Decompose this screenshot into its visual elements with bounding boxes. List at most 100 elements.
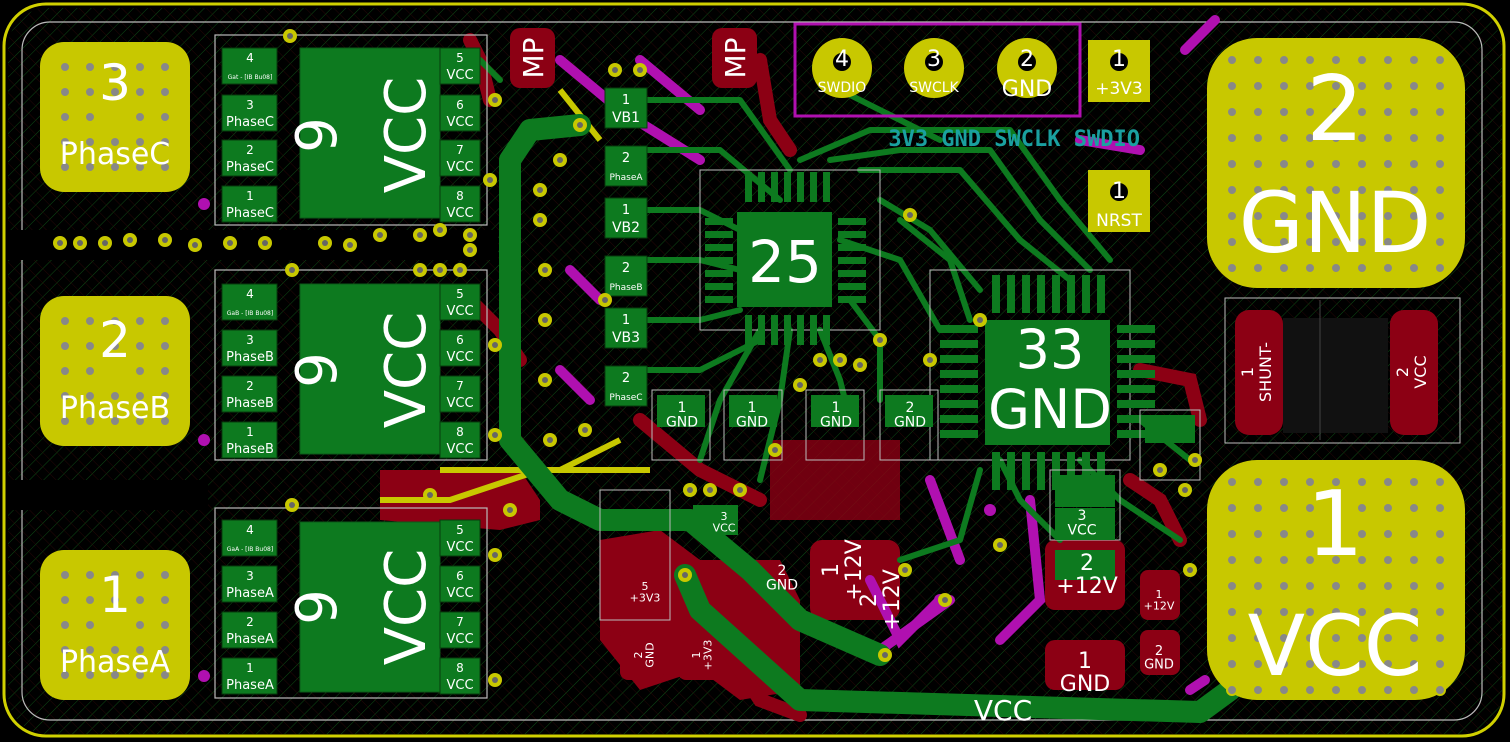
- mosfet-pin-name: VCC: [446, 396, 473, 411]
- mp-label-1: MP: [517, 37, 550, 78]
- mosfet-c: [214, 34, 488, 226]
- mosfet-pin-name: PhaseC: [226, 206, 274, 221]
- swd-header-labels: 4 SWDIO 3 SWCLK 2 GND 1 +3V3: [818, 47, 1143, 102]
- shunt-pin2-label: 2VCC: [1393, 355, 1430, 388]
- vcc-net-label: VCC: [974, 694, 1032, 727]
- mosfet-pin-name: PhaseB: [226, 396, 274, 411]
- bootstrap-pads: [604, 87, 648, 407]
- mosfet-pin-name: PhaseC: [226, 115, 274, 130]
- mosfet-pin-number: 1: [246, 425, 254, 439]
- bootstrap-pin-number: 1: [622, 93, 630, 108]
- mosfet-pin-name: VCC: [446, 115, 473, 130]
- bootstrap-pin-number: 1: [622, 203, 630, 218]
- nrst-label: NRST: [1096, 211, 1142, 231]
- phase-c-number: 3: [99, 54, 131, 112]
- phase-c-label: PhaseC: [60, 137, 171, 172]
- mosfet-pin-number: 2: [246, 615, 254, 629]
- gnd-terminal-label: GND: [1239, 174, 1432, 272]
- mcu-ic: [929, 269, 1131, 461]
- bootstrap-pin-name: PhaseA: [609, 173, 643, 183]
- gnd-terminal-number: 2: [1306, 57, 1363, 162]
- small-pad-label: 1+12V: [1144, 588, 1175, 613]
- mcu-ic-label: GND: [988, 378, 1112, 441]
- vcc-terminal-label: VCC: [1248, 597, 1423, 695]
- mosfet-b-tab-labels: 9 VCC: [285, 312, 439, 429]
- swd-header-pads: [793, 22, 1150, 232]
- small-pad-label: 5+3V3: [630, 580, 661, 605]
- svg-text:+3V3: +3V3: [1095, 79, 1143, 99]
- mosfet-pin-number: 5: [456, 51, 464, 65]
- mosfet-pin-number: 2: [246, 379, 254, 393]
- svg-text:SWDIO: SWDIO: [818, 80, 867, 96]
- mosfet-b: [214, 269, 488, 461]
- bootstrap-pin-number: 2: [622, 151, 630, 166]
- mosfet-pin-name: VCC: [446, 68, 473, 83]
- driver-ic-number: 25: [748, 228, 822, 296]
- swd-back-silk: 3V3 GND SWCLK SWDIO: [888, 127, 1140, 152]
- svg-text:VCC: VCC: [374, 77, 439, 194]
- mosfet-c-tab-labels: 9 VCC: [285, 77, 439, 194]
- svg-text:2: 2: [1020, 47, 1034, 72]
- vcc-terminal-number: 1: [1306, 472, 1363, 577]
- phase-a-label: PhaseA: [60, 645, 171, 680]
- mosfet-pin-number: 8: [456, 425, 464, 439]
- mosfet-pin-name: Gat - [IB Bu08]: [228, 74, 273, 81]
- mosfet-pin-number: 6: [456, 98, 464, 112]
- svg-text:GND: GND: [1002, 77, 1052, 102]
- shunt-pin1-label: 1SHUNT-: [1238, 342, 1275, 402]
- inner-layer-traces: [555, 15, 1220, 695]
- shunt-resistor: [1224, 297, 1461, 444]
- mosfet-pin-number: 8: [456, 189, 464, 203]
- bootstrap-pin-number: 2: [622, 371, 630, 386]
- phase-a-number: 1: [99, 566, 131, 624]
- mosfet-pin-name: VCC: [446, 540, 473, 555]
- mosfet-pin-name: PhaseA: [226, 678, 274, 693]
- mosfet-pin-name: VCC: [446, 678, 473, 693]
- driver-ic: [699, 169, 881, 331]
- bootstrap-pin-name: VB1: [612, 110, 640, 126]
- phase-terminal-pads: [40, 42, 190, 700]
- mosfet-pin-number: 3: [246, 333, 254, 347]
- svg-text:VCC: VCC: [374, 549, 439, 666]
- mosfet-pin-name: VCC: [446, 304, 473, 319]
- mp-label-2: MP: [719, 37, 752, 78]
- mosfet-pin-number: 7: [456, 615, 464, 629]
- mosfet-pin-name: VCC: [446, 160, 473, 175]
- mosfet-pin-name: VCC: [446, 442, 473, 457]
- svg-text:3: 3: [927, 47, 941, 72]
- mosfet-pin-number: 4: [246, 287, 254, 301]
- mosfet-pin-number: 4: [246, 523, 254, 537]
- mcu-ic-number: 33: [1016, 318, 1085, 381]
- mosfet-a: [214, 507, 488, 699]
- mosfet-pin-number: 4: [246, 51, 254, 65]
- phase-b-label: PhaseB: [60, 391, 170, 426]
- mosfet-pin-number: 3: [246, 569, 254, 583]
- svg-text:VCC: VCC: [374, 312, 439, 429]
- bootstrap-pin-name: PhaseC: [609, 393, 642, 403]
- mosfet-pin-number: 7: [456, 143, 464, 157]
- bootstrap-pin-number: 2: [622, 261, 630, 276]
- phase-b-number: 2: [99, 311, 131, 369]
- svg-text:4: 4: [835, 47, 849, 72]
- mosfet-a-tab-labels: 9 VCC: [285, 549, 439, 666]
- mosfet-pin-number: 7: [456, 379, 464, 393]
- mosfet-pin-name: VCC: [446, 586, 473, 601]
- mosfet-pin-number: 2: [246, 143, 254, 157]
- mosfet-pin-number: 5: [456, 523, 464, 537]
- mosfet-pin-number: 1: [246, 661, 254, 675]
- small-pad-label: 2+12V: [857, 569, 905, 630]
- bootstrap-pin-name: VB3: [612, 330, 640, 346]
- mosfet-pin-name: PhaseB: [226, 442, 274, 457]
